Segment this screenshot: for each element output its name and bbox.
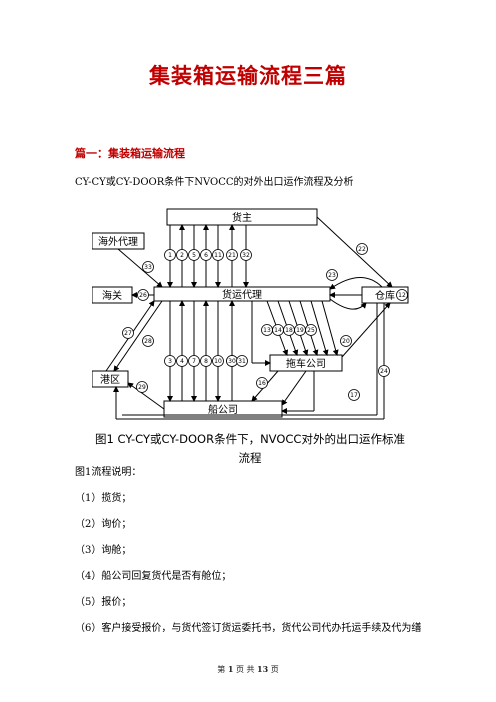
step-number: 18	[285, 327, 293, 334]
step-number-circle	[356, 243, 368, 255]
node-port: 港区	[100, 374, 120, 386]
step-number: 17	[350, 392, 358, 399]
step-number: 4	[180, 358, 184, 365]
step-number: 28	[144, 338, 152, 345]
step-item: （2）询价；	[75, 519, 132, 530]
step-number: 1	[168, 252, 172, 259]
figure-caption: 图1 CY-CY或CY-DOOR条件下，NVOCC对外的出口运作标准 流程	[80, 430, 420, 468]
document-title: 集装箱运输流程三篇	[149, 64, 347, 88]
step-item: （5）报价；	[75, 597, 132, 608]
step-number: 19	[296, 327, 304, 334]
step-number-circle	[396, 289, 408, 301]
step-number-circle	[137, 289, 149, 301]
step-number-circle	[212, 355, 224, 367]
step-number-circle	[142, 261, 154, 273]
step-number: 6	[204, 252, 208, 259]
step-number: 20	[342, 338, 350, 345]
step-number-circle	[212, 249, 224, 261]
step-number-circle	[200, 249, 212, 261]
step-item: （1）揽货；	[75, 493, 132, 504]
step-number: 31	[238, 358, 246, 365]
step-number-circle	[236, 355, 248, 367]
step-number: 29	[138, 384, 146, 391]
caption-line-2: 流程	[238, 451, 262, 465]
node-trucking: 拖车公司	[286, 357, 326, 370]
step-number-circle	[240, 249, 252, 261]
node-owner: 货主	[232, 211, 252, 224]
step-number: 32	[242, 252, 250, 259]
step-number-circle	[188, 249, 200, 261]
node-warehouse: 仓库	[375, 289, 395, 302]
step-number-circle	[136, 381, 148, 393]
step-item: （3）询舱；	[75, 545, 132, 556]
step-number: 33	[144, 264, 152, 271]
node-port-box	[92, 370, 129, 388]
step-number: 26	[139, 292, 147, 299]
step-number-circle	[226, 249, 238, 261]
node-customs: 海关	[102, 289, 122, 302]
step-number: 7	[192, 358, 196, 365]
step-number-circle	[176, 249, 188, 261]
step-number-circle	[348, 389, 360, 401]
node-shipping-line: 船公司	[208, 403, 238, 416]
step-number-circle	[142, 335, 154, 347]
node-forwarder: 货运代理	[222, 288, 262, 301]
step-number: 12	[398, 292, 406, 299]
step-number: 25	[307, 327, 315, 334]
step-number: 30	[228, 358, 236, 365]
step-number: 8	[204, 358, 208, 365]
step-number-circle	[164, 355, 176, 367]
step-number: 23	[328, 272, 336, 279]
page-number: 1	[227, 664, 234, 674]
step-number: 27	[124, 330, 132, 337]
step-number-circle	[378, 365, 390, 377]
step-item: （4）船公司回复货代是否有舱位；	[75, 571, 232, 582]
step-number: 13	[263, 327, 271, 334]
step-number: 2	[180, 252, 184, 259]
step-number: 3	[168, 358, 172, 365]
explain-title: 图1流程说明：	[75, 467, 142, 478]
step-number-circle	[305, 324, 317, 336]
step-number: 22	[358, 246, 366, 253]
page-footer: 第 1 页 共 13 页	[217, 664, 279, 674]
step-number: 11	[214, 252, 222, 259]
node-overseas-agent: 海外代理	[98, 235, 138, 248]
step-item: （6）客户接受报价，与货代签订货运委托书，货代公司代办托运手续及代为缮	[75, 623, 422, 634]
step-number-circle	[164, 249, 176, 261]
step-number-circle	[188, 355, 200, 367]
intro-text: CY-CY或CY-DOOR条件下NVOCC的对外出口运作流程及分析	[75, 177, 354, 188]
step-number-circle	[340, 335, 352, 347]
step-number: 16	[258, 380, 266, 387]
caption-line-1: 图1 CY-CY或CY-DOOR条件下，NVOCC对外的出口运作标准	[95, 432, 405, 446]
page-total: 13	[257, 664, 269, 674]
step-number: 10	[214, 358, 222, 365]
step-number-circle	[326, 269, 338, 281]
step-number: 21	[228, 252, 236, 259]
step-number: 5	[192, 252, 196, 259]
step-number: 24	[380, 368, 388, 375]
section-heading: 篇一：集装箱运输流程	[75, 147, 185, 160]
step-number-circle	[176, 355, 188, 367]
step-number: 14	[274, 327, 282, 334]
step-number-circle	[200, 355, 212, 367]
step-number-circle	[122, 327, 134, 339]
step-number-circle	[256, 377, 268, 389]
